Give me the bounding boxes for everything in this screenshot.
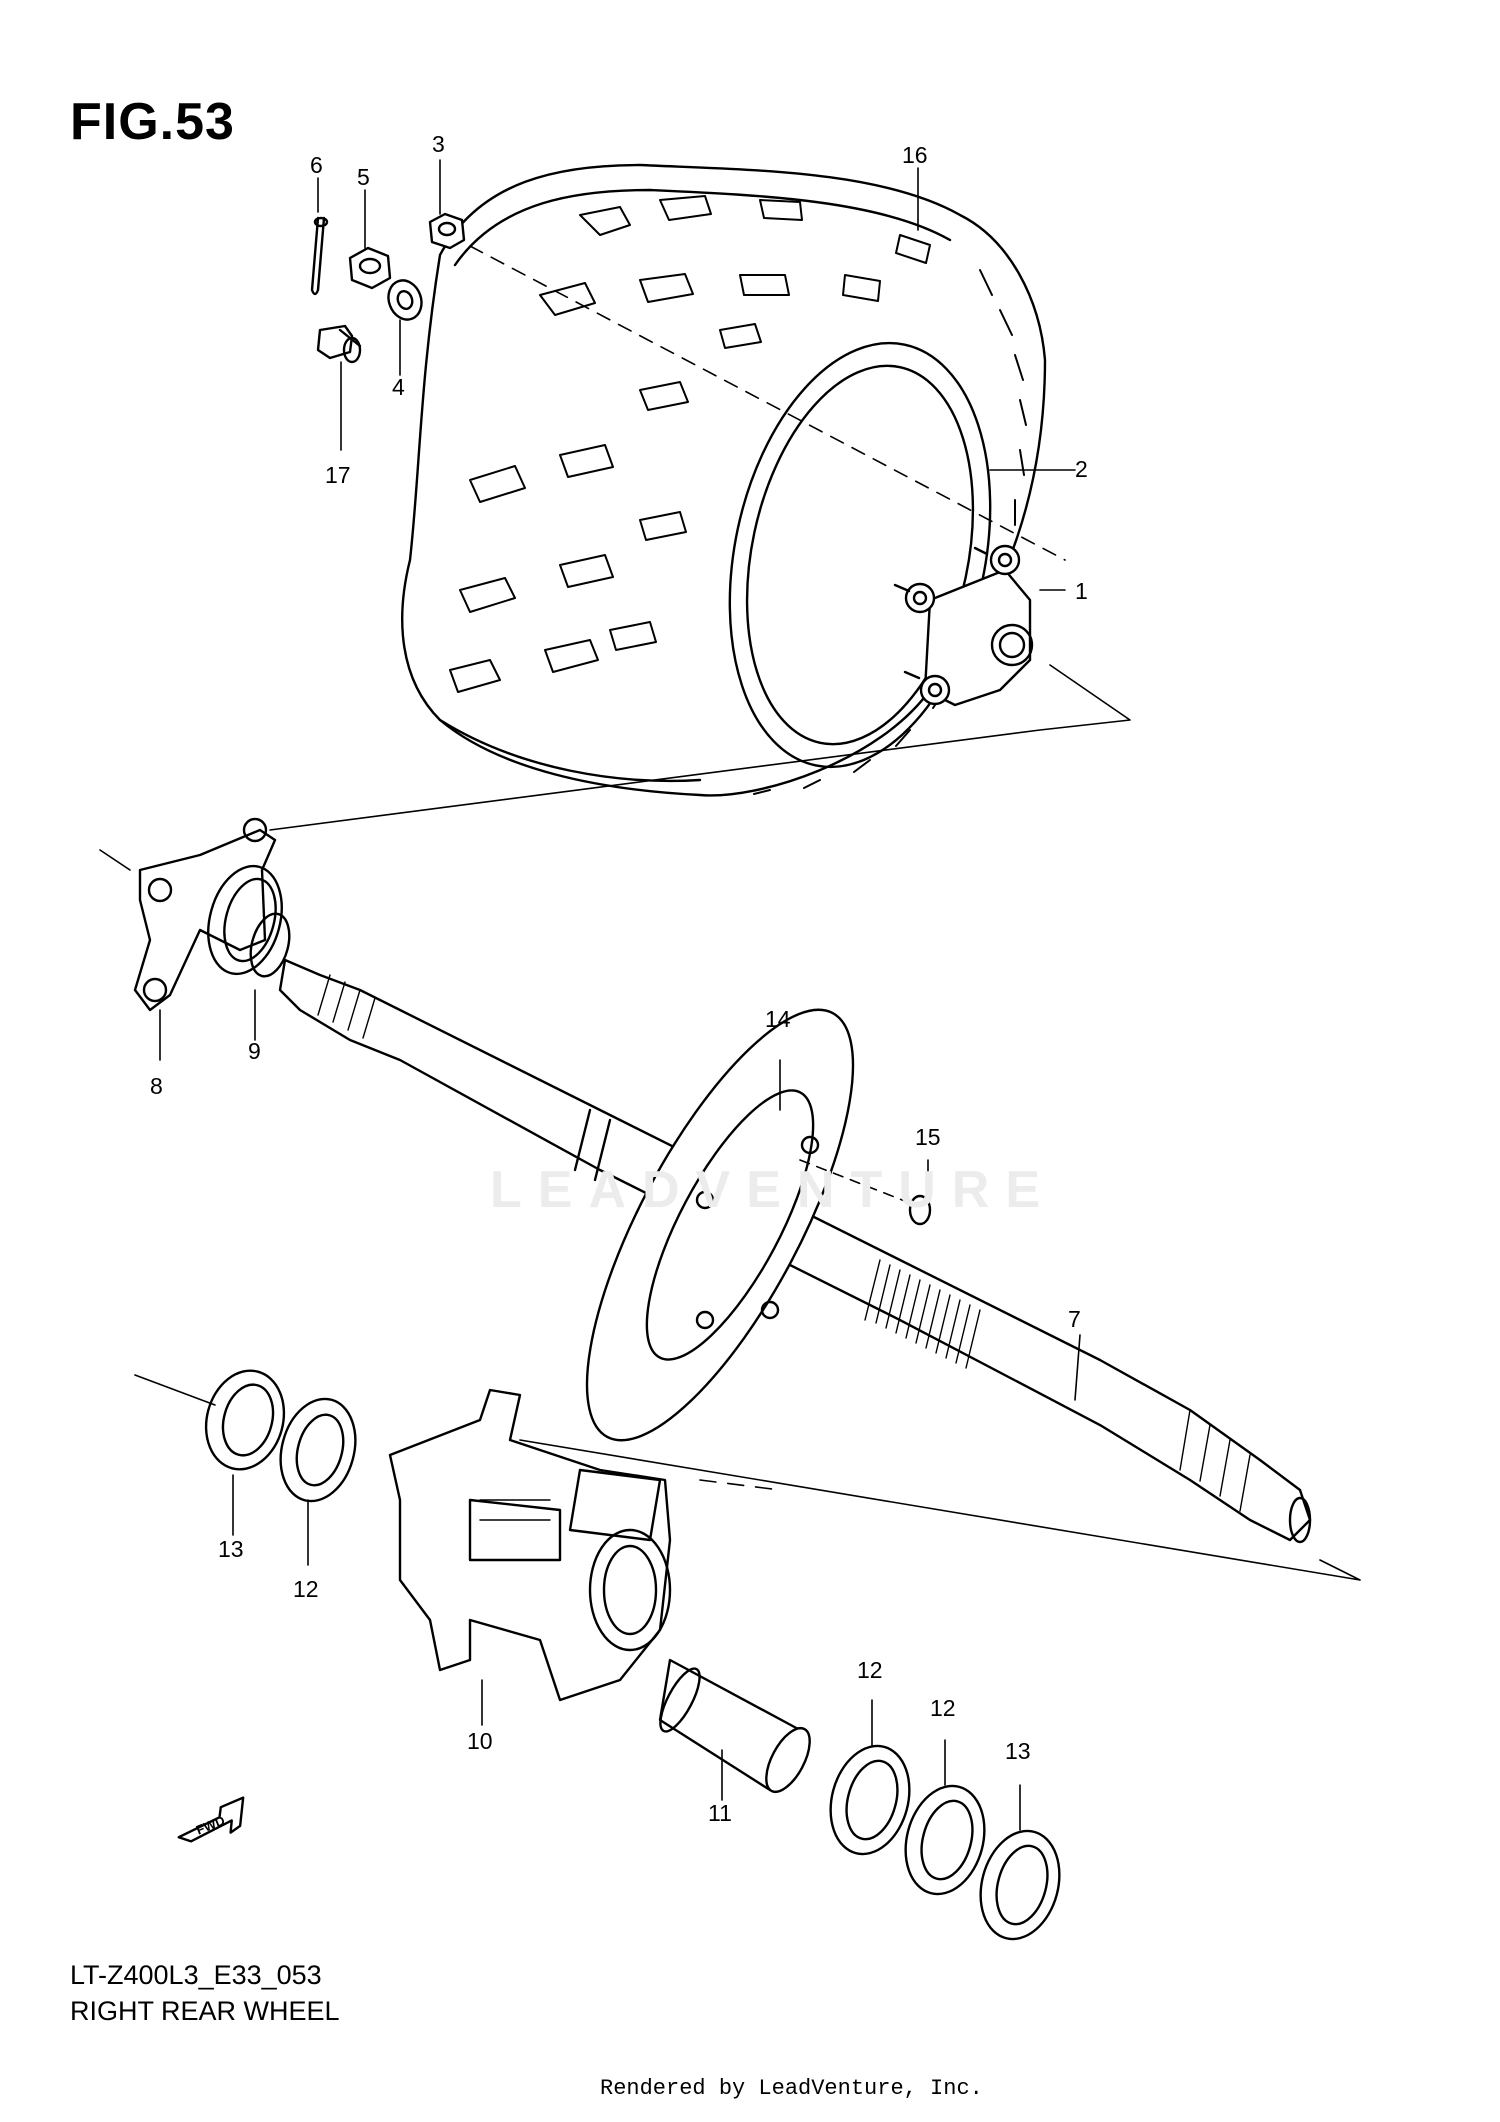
fwd-label: FWD (194, 1813, 227, 1838)
callout-8[interactable]: 8 (150, 1073, 163, 1099)
figure-title: FIG.53 (70, 93, 235, 151)
callout-14[interactable]: 14 (765, 1006, 791, 1032)
wheel-hub-part-1 (893, 544, 1034, 707)
callout-12-right-a[interactable]: 12 (857, 1657, 883, 1683)
render-credit: Rendered by LeadVenture, Inc. (600, 2076, 983, 2101)
fwd-arrow-icon (177, 1796, 245, 1843)
bolt-part-15 (799, 1159, 932, 1226)
callout-7[interactable]: 7 (1068, 1306, 1081, 1332)
brake-disc-part-14 (585, 1008, 855, 1442)
bearing-part-12-left (279, 1397, 357, 1503)
model-code: LT-Z400L3_E33_053 (70, 1960, 322, 1990)
callout-2[interactable]: 2 (1075, 456, 1088, 482)
axle-carrier-part-10 (388, 1388, 672, 1702)
bearing-part-12-right-a (829, 1744, 911, 1856)
callout-9[interactable]: 9 (248, 1038, 261, 1064)
hub-part-8 (133, 817, 283, 1012)
callout-10[interactable]: 10 (467, 1728, 493, 1754)
callout-5[interactable]: 5 (357, 164, 370, 190)
callout-3[interactable]: 3 (432, 131, 445, 157)
callout-13-right[interactable]: 13 (1005, 1738, 1031, 1764)
callout-11[interactable]: 11 (708, 1800, 732, 1826)
callout-6[interactable]: 6 (310, 152, 323, 178)
oil-seal-part-13-left (204, 1369, 286, 1471)
callout-12-right-b[interactable]: 12 (930, 1695, 956, 1721)
callout-1[interactable]: 1 (1075, 578, 1088, 604)
callout-15[interactable]: 15 (915, 1124, 941, 1150)
valve-part-17 (316, 324, 362, 364)
callout-17[interactable]: 17 (325, 462, 351, 488)
callout-leaders (159, 159, 1081, 1831)
callout-16[interactable]: 16 (902, 142, 928, 168)
watermark: LEADVENTURE (490, 1161, 1057, 1219)
callout-13-left[interactable]: 13 (218, 1536, 244, 1562)
oil-seal-part-13-right (979, 1829, 1061, 1941)
bearing-part-12-right-b (904, 1784, 986, 1896)
cotter-pin-part-6 (310, 216, 329, 296)
castle-nut-part-5 (348, 246, 392, 290)
nut-part-3 (428, 212, 466, 250)
o-ring-part-9 (249, 912, 291, 978)
callout-12-left[interactable]: 12 (293, 1576, 319, 1602)
callout-4[interactable]: 4 (392, 374, 405, 400)
assembly-name: RIGHT REAR WHEEL (70, 1996, 340, 2026)
washer-part-4 (387, 279, 423, 321)
assembly-guide-lines (99, 664, 1361, 1581)
spacer-part-11 (658, 1658, 811, 1794)
